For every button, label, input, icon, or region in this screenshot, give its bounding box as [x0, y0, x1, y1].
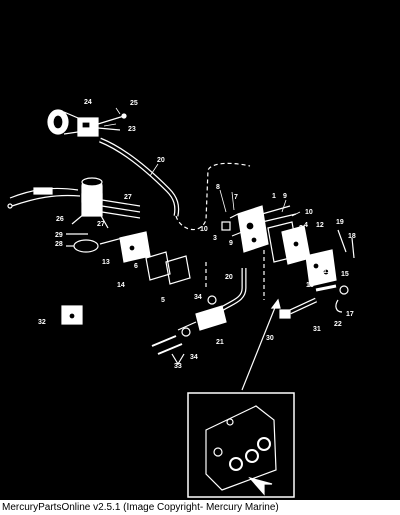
part-label[interactable]: 24: [84, 99, 92, 106]
part-label[interactable]: 30: [266, 335, 274, 342]
pump-cover: [305, 249, 337, 287]
copyright-footer: MercuryPartsOnline v2.5.1 (Image Copyrig…: [0, 500, 400, 515]
part-label[interactable]: 26: [56, 216, 64, 223]
part-label[interactable]: 25: [130, 100, 138, 107]
part-label[interactable]: 23: [128, 126, 136, 133]
gasket-stack-left: [99, 231, 191, 285]
part-label[interactable]: 34: [194, 294, 202, 301]
part-label[interactable]: 29: [55, 232, 63, 239]
part-label[interactable]: 9: [283, 193, 287, 200]
part-label[interactable]: 7: [234, 194, 238, 201]
part-label[interactable]: 20: [157, 157, 165, 164]
part-label[interactable]: 12: [316, 222, 324, 229]
part-label[interactable]: 6: [134, 263, 138, 270]
part-label[interactable]: 28: [55, 241, 63, 248]
inline-filter: [177, 305, 227, 337]
part-label[interactable]: 18: [348, 233, 356, 240]
part-number-labels: 24 25 23 20 27 27 26 8 1 9 7 10 10 3 9 2…: [38, 99, 356, 370]
part-label[interactable]: 4: [304, 222, 308, 229]
part-label[interactable]: 19: [336, 219, 344, 226]
part-label[interactable]: 27: [124, 194, 132, 201]
hose-routing-dashed: [175, 162, 265, 300]
part-label[interactable]: 20: [225, 274, 233, 281]
primer-bulb: [47, 109, 79, 135]
part-label[interactable]: 32: [38, 319, 46, 326]
part-label[interactable]: 15: [341, 271, 349, 278]
cover-screws: [337, 229, 355, 259]
leader-lines: [103, 107, 301, 217]
part-label[interactable]: 17: [346, 311, 354, 318]
part-label[interactable]: 34: [190, 354, 198, 361]
part-label[interactable]: 21: [216, 339, 224, 346]
part-label[interactable]: 5: [161, 297, 165, 304]
fuel-hose-upper: [99, 137, 180, 217]
hose-clip: [207, 295, 217, 305]
fuel-pump-body: [221, 205, 297, 253]
part-label[interactable]: 27: [97, 221, 105, 228]
part-label[interactable]: 8: [216, 184, 220, 191]
primer-bracket: [77, 113, 127, 137]
pump-fittings: [315, 284, 349, 313]
detail-pointer: [241, 298, 281, 391]
part-label[interactable]: 16: [306, 282, 314, 289]
part-label[interactable]: 2: [299, 225, 303, 232]
part-label[interactable]: 10: [305, 209, 313, 216]
part-label[interactable]: 10: [200, 226, 208, 233]
fuel-hose-lower: [218, 268, 247, 313]
part-label[interactable]: 13: [102, 259, 110, 266]
exploded-parts-diagram: 24 25 23 20 27 27 26 8 1 9 7 10 10 3 9 2…: [0, 0, 400, 500]
clamp-set: [66, 233, 99, 253]
part-label[interactable]: 14: [117, 282, 125, 289]
part-label[interactable]: 11: [323, 268, 331, 275]
outlet-hose: [279, 297, 318, 319]
gasket-detail-inset: [187, 392, 295, 498]
part-label[interactable]: 3: [213, 235, 217, 242]
small-plug: [61, 305, 83, 325]
part-label[interactable]: 22: [334, 321, 342, 328]
part-label[interactable]: 1: [272, 193, 276, 200]
filter-assembly: [7, 177, 141, 229]
fitting-pair: [151, 335, 185, 366]
part-label[interactable]: 33: [174, 363, 182, 370]
part-label[interactable]: 9: [229, 240, 233, 247]
part-label[interactable]: 31: [313, 326, 321, 333]
diagram-drawing: 24 25 23 20 27 27 26 8 1 9 7 10 10 3 9 2…: [7, 99, 356, 498]
